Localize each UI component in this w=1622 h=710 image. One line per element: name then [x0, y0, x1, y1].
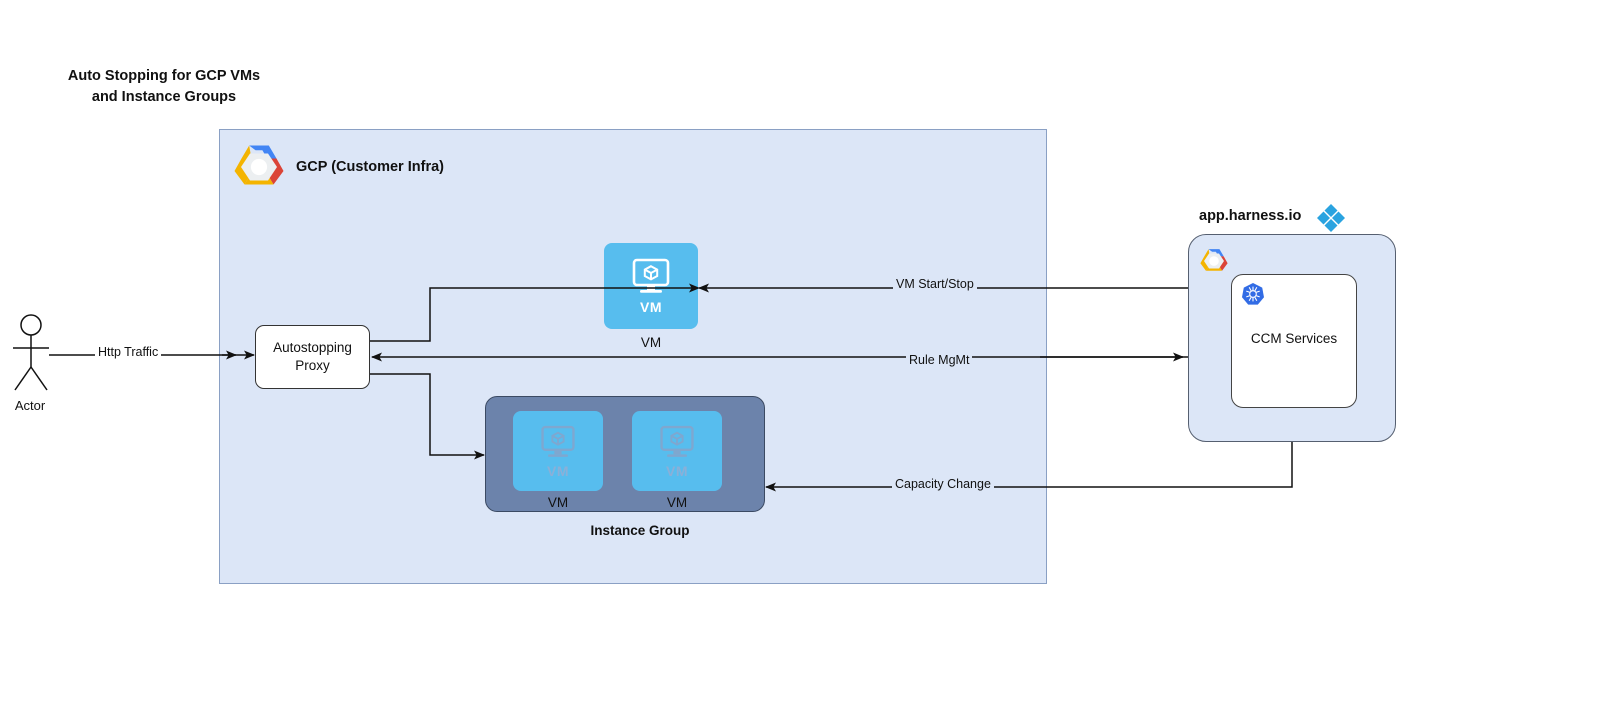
instance-group-vm-1-caption: VM — [547, 495, 569, 510]
stick-figure-icon — [2, 314, 60, 399]
gcp-logo-icon — [232, 140, 286, 192]
gcp-container-label: GCP (Customer Infra) — [296, 159, 444, 175]
edge-label-capacity-change: Capacity Change — [892, 477, 994, 491]
vm-node[interactable]: VM — [604, 243, 698, 329]
harness-diamond-icon — [1316, 203, 1346, 238]
vm-caption: VM — [640, 335, 662, 350]
vm-inner-label: VM — [547, 462, 569, 479]
autostopping-proxy-label: Autostopping Proxy — [273, 340, 352, 373]
instance-group-caption: Instance Group — [590, 523, 690, 538]
actor-label: Actor — [14, 398, 46, 413]
ccm-services-label: CCM Services — [1250, 331, 1338, 346]
edge-label-rule-mgmt: Rule MgMt — [906, 353, 973, 367]
gcp-logo-icon — [1199, 246, 1229, 275]
edge-label-vm-start-stop: VM Start/Stop — [893, 277, 977, 291]
vm-monitor-icon — [632, 258, 670, 293]
vm-monitor-icon — [660, 425, 694, 457]
page-title: Auto Stopping for GCP VMs and Instance G… — [67, 68, 261, 106]
autostopping-proxy-node[interactable]: Autostopping Proxy — [255, 325, 370, 389]
harness-title: app.harness.io — [1199, 208, 1302, 224]
instance-group-vm-2-caption: VM — [666, 495, 688, 510]
vm-monitor-icon — [541, 425, 575, 457]
instance-group-vm-1[interactable]: VM — [513, 411, 603, 491]
instance-group-vm-2[interactable]: VM — [632, 411, 722, 491]
edge-label-http-traffic: Http Traffic — [95, 345, 162, 359]
kubernetes-icon — [1241, 282, 1265, 311]
vm-inner-label: VM — [666, 462, 688, 479]
vm-inner-label: VM — [640, 299, 662, 315]
